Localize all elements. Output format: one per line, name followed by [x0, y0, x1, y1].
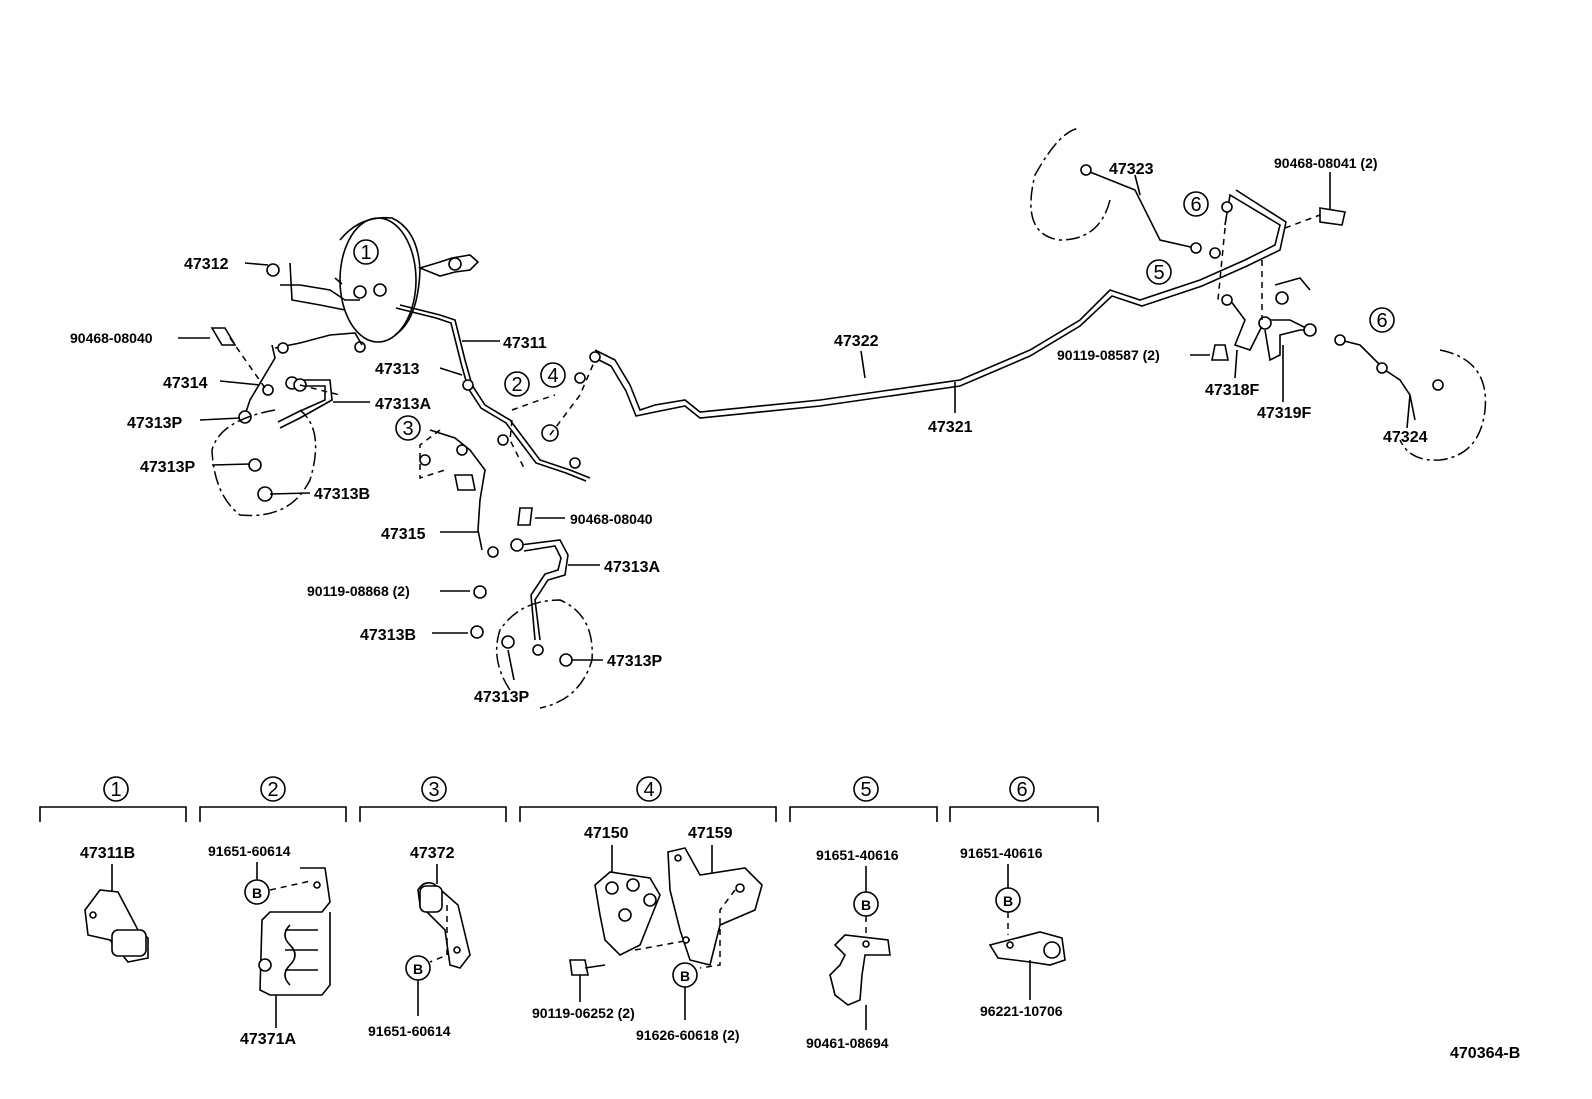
circle-ref-6b: 6 [1376, 310, 1387, 332]
callout-leaders [178, 172, 1411, 681]
label-91651-60614-a: 91651-60614 [208, 843, 291, 859]
label-47371A: 47371A [240, 1031, 296, 1048]
circle-ref-3: 3 [402, 418, 413, 440]
section-3-number: 3 [428, 779, 439, 801]
label-47311: 47311 [503, 335, 547, 352]
label-47319F: 47319F [1257, 405, 1311, 422]
label-90468-08040-b: 90468-08040 [570, 511, 653, 527]
label-47314: 47314 [163, 375, 208, 392]
circle-ref-2: 2 [511, 374, 522, 396]
section-3-part: 47372 B 91651-60614 [368, 845, 471, 1039]
section-6-marker-b: B [1003, 893, 1013, 909]
label-47323: 47323 [1109, 161, 1154, 178]
circle-ref-6a: 6 [1190, 194, 1201, 216]
section-6-part: 91651-40616 B 96221-10706 [960, 845, 1066, 1019]
label-47322: 47322 [834, 333, 879, 350]
label-90119-08868: 90119-08868 (2) [307, 583, 410, 599]
label-47324: 47324 [1383, 429, 1428, 446]
label-47313P-c: 47313P [607, 653, 662, 670]
section-2-marker-b: B [252, 885, 262, 901]
section-5-part: 91651-40616 B 90461-08694 [806, 847, 899, 1051]
center-brake-pipes [590, 189, 1287, 419]
label-47313B-a: 47313B [314, 486, 370, 503]
section-5-marker-b: B [861, 897, 871, 913]
section-1-part: 47311B [80, 845, 149, 963]
section-4-part: 47150 47159 90119-06252 (2) B 91626-6061… [532, 825, 763, 1043]
diagram-id: 470364-B [1450, 1045, 1520, 1062]
label-47313A-b: 47313A [604, 559, 660, 576]
circle-ref-4: 4 [547, 365, 558, 387]
section-1-number: 1 [110, 779, 121, 801]
section-4-number: 4 [643, 779, 654, 801]
circle-refs: 1 2 3 4 5 6 6 [353, 191, 1395, 441]
label-47313P-d: 47313P [474, 689, 529, 706]
section-5-number: 5 [860, 779, 871, 801]
label-47150: 47150 [584, 825, 629, 842]
label-47313P-b: 47313P [140, 459, 195, 476]
label-96221-10706: 96221-10706 [980, 1003, 1063, 1019]
section-4-marker-b: B [680, 968, 690, 984]
label-90461-08694: 90461-08694 [806, 1035, 889, 1051]
label-90468-08041: 90468-08041 (2) [1274, 155, 1378, 171]
detail-brackets [39, 806, 1099, 822]
part-labels: 47312 90468-08040 47314 47313P 47313P 47… [70, 155, 1428, 706]
circle-ref-5: 5 [1153, 262, 1164, 284]
label-47313P-a: 47313P [127, 415, 182, 432]
section-6-number: 6 [1016, 779, 1027, 801]
label-47321: 47321 [928, 419, 973, 436]
label-47159: 47159 [688, 825, 733, 842]
front-brake-pipes [244, 304, 591, 641]
label-47311B: 47311B [80, 845, 135, 862]
label-90119-08587: 90119-08587 (2) [1057, 347, 1160, 363]
label-91651-40616-b: 91651-40616 [960, 845, 1043, 861]
label-90468-08040-a: 90468-08040 [70, 330, 153, 346]
detail-section-numbers: 1 2 3 4 5 6 [103, 776, 1035, 802]
label-91651-40616-a: 91651-40616 [816, 847, 899, 863]
label-47372: 47372 [410, 845, 455, 862]
front-fittings [210, 263, 601, 667]
circle-ref-1: 1 [360, 242, 371, 264]
label-91626-60618: 91626-60618 (2) [636, 1027, 740, 1043]
label-47312: 47312 [184, 256, 229, 273]
section-2-part: 91651-60614 B 47371A [208, 843, 331, 1048]
label-47313A-a: 47313A [375, 396, 431, 413]
label-47315: 47315 [381, 526, 426, 543]
label-47313B-b: 47313B [360, 627, 416, 644]
label-47313: 47313 [375, 361, 420, 378]
section-2-number: 2 [267, 779, 278, 801]
label-90119-06252: 90119-06252 (2) [532, 1005, 635, 1021]
dashed-leaders [229, 214, 1321, 480]
brake-booster [280, 216, 480, 353]
label-47318F: 47318F [1205, 382, 1259, 399]
section-3-marker-b: B [413, 961, 423, 977]
rear-brake-pipes [1080, 164, 1444, 421]
wheel-regions [211, 127, 1487, 709]
label-91651-60614-b: 91651-60614 [368, 1023, 451, 1039]
